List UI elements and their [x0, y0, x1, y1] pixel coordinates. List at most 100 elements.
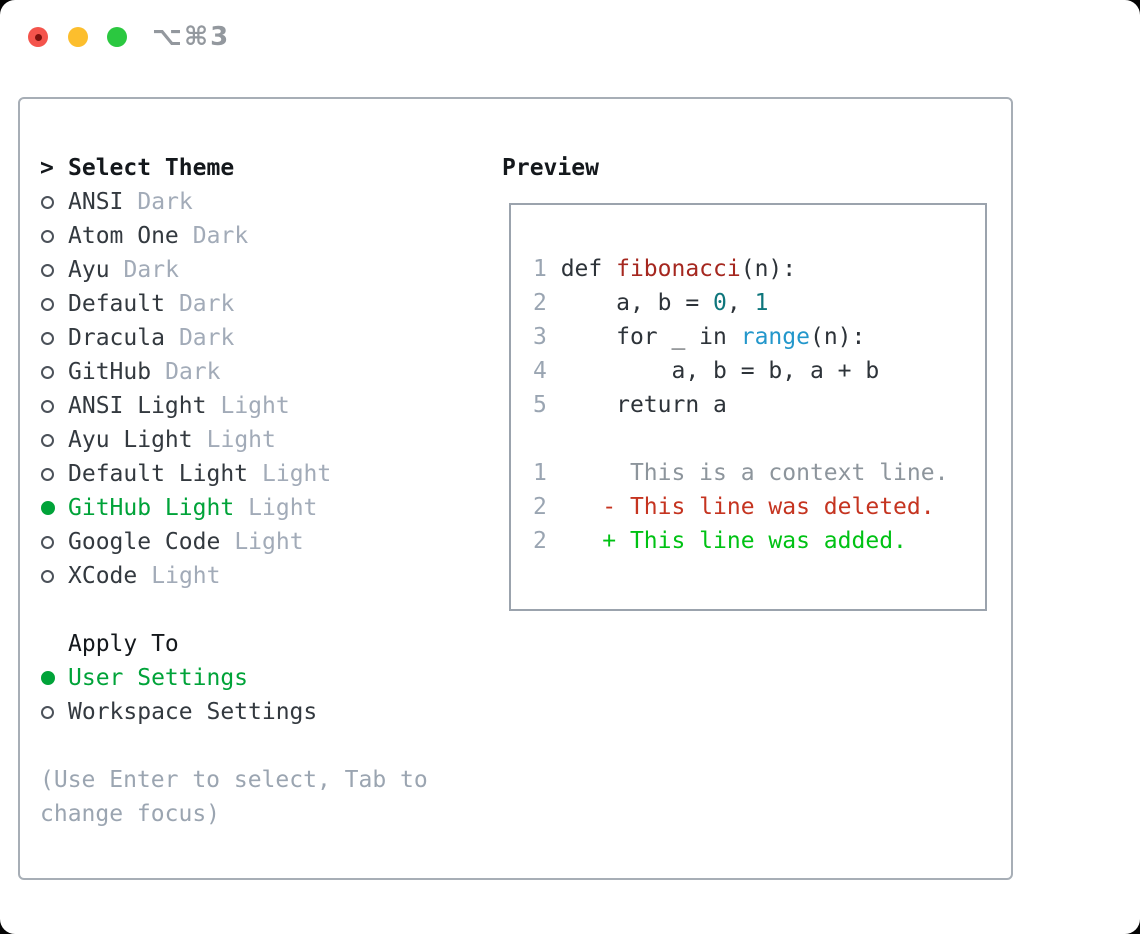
code-segment: This is a context line. [560, 460, 949, 486]
theme-option[interactable]: Ayu Dark [40, 253, 428, 287]
code-segment: a, b = [560, 290, 714, 316]
theme-name-label: Ayu [68, 257, 110, 283]
theme-variant-label: Light [234, 529, 304, 555]
code-segment: + This line was added. [560, 528, 907, 554]
code-segment: , [726, 290, 755, 316]
code-segment: fibonacci [616, 256, 741, 282]
titlebar: ⌥⌘3 [0, 0, 1140, 74]
code-line: 2 a, b = 0, 1 [533, 286, 985, 320]
apply-to-header: Apply To [40, 627, 428, 661]
code-segment: 0 [713, 290, 727, 316]
theme-name-label: Google Code [68, 529, 221, 555]
apply-option[interactable]: User Settings [40, 661, 428, 695]
code-line: 5 return a [533, 388, 985, 422]
theme-name-label: ANSI Light [68, 393, 207, 419]
radio-icon [40, 365, 68, 379]
line-number: 3 [533, 324, 561, 350]
radio-icon [40, 467, 68, 481]
code-line: 1 This is a context line. [533, 456, 985, 490]
close-button[interactable] [28, 27, 48, 47]
theme-variant-label: Light [220, 393, 290, 419]
theme-variant-label: Dark [192, 223, 249, 249]
theme-variant-label: Dark [178, 291, 235, 317]
radio-icon [40, 331, 68, 345]
radio-selected-icon [40, 671, 68, 685]
theme-variant-label: Light [248, 495, 318, 521]
code-segment: (n): [809, 324, 866, 350]
line-number: 2 [533, 494, 561, 520]
theme-option[interactable]: GitHub Light Light [40, 491, 428, 525]
apply-option[interactable]: Workspace Settings [40, 695, 428, 729]
theme-variant-label: Light [151, 563, 221, 589]
modified-dot-icon [34, 33, 42, 41]
theme-name-label: ANSI [68, 189, 124, 215]
theme-option[interactable]: Atom One Dark [40, 219, 428, 253]
spacer-row [40, 729, 428, 763]
code-line: 2 + This line was added. [533, 524, 985, 558]
hint-text: (Use Enter to select, Tab to [40, 767, 428, 793]
maximize-button[interactable] [107, 27, 127, 47]
radio-icon [40, 297, 68, 311]
theme-variant-label: Dark [123, 257, 179, 283]
theme-option[interactable]: Default Dark [40, 287, 428, 321]
theme-name-label: Atom One [68, 223, 179, 249]
code-segment: for _ in [560, 324, 741, 350]
preview-header: Preview [502, 155, 599, 181]
radio-icon [40, 263, 68, 277]
theme-variant-label: Light [206, 427, 276, 453]
theme-name-label: Default [68, 291, 165, 317]
window-title: ⌥⌘3 [152, 22, 231, 52]
theme-option[interactable]: Ayu Light Light [40, 423, 428, 457]
radio-icon [40, 569, 68, 583]
theme-name-label: Dracula [68, 325, 165, 351]
code-line: 4 a, b = b, a + b [533, 354, 985, 388]
radio-icon [40, 195, 68, 209]
theme-name-label: Ayu Light [68, 427, 193, 453]
code-segment: range [740, 324, 810, 350]
theme-name-label: GitHub Light [68, 495, 235, 521]
radio-icon [40, 535, 68, 549]
radio-icon [40, 399, 68, 413]
code-line: 2 - This line was deleted. [533, 490, 985, 524]
code-segment: a, b = b, a + b [560, 358, 880, 384]
line-number: 1 [533, 460, 561, 486]
line-number: 2 [533, 528, 561, 554]
theme-name-label: GitHub [68, 359, 152, 385]
theme-option[interactable]: Google Code Light [40, 525, 428, 559]
code-segment: (n): [740, 256, 797, 282]
theme-variant-label: Light [262, 461, 332, 487]
radio-selected-icon [40, 501, 68, 515]
line-number: 5 [533, 392, 561, 418]
select-theme-label: Select Theme [68, 155, 235, 181]
radio-icon [40, 705, 68, 719]
radio-icon [40, 433, 68, 447]
code-segment: - This line was deleted. [560, 494, 935, 520]
code-line [533, 422, 985, 456]
line-number: 4 [533, 358, 561, 384]
focus-prompt-icon: > [40, 155, 54, 181]
apply-option-label: Workspace Settings [68, 699, 318, 725]
code-segment: 1 [754, 290, 769, 316]
theme-option[interactable]: Dracula Dark [40, 321, 428, 355]
line-number: 2 [533, 290, 561, 316]
select-theme-header: > Select Theme [40, 151, 428, 185]
code-line: 3 for _ in range(n): [533, 320, 985, 354]
code-line: 1 def fibonacci(n): [533, 252, 985, 286]
code-segment: return a [560, 392, 727, 418]
hint-text: change focus) [40, 801, 221, 827]
theme-option[interactable]: ANSI Light Light [40, 389, 428, 423]
radio-icon [40, 229, 68, 243]
spacer-row [40, 593, 428, 627]
theme-variant-label: Dark [178, 325, 235, 351]
minimize-button[interactable] [68, 27, 88, 47]
code-segment: def [560, 256, 617, 282]
